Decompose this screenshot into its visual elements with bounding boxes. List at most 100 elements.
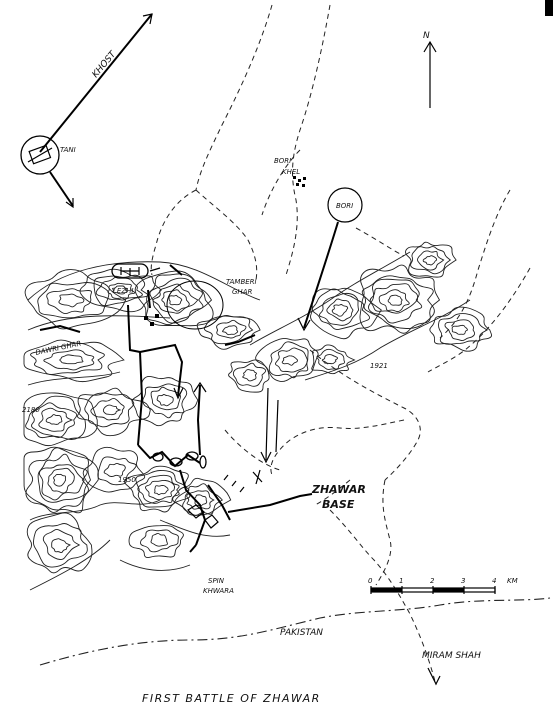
contour-line [37, 282, 110, 319]
contour-line [242, 369, 257, 382]
bori-unit-symbol [297, 187, 363, 332]
contour-line [144, 480, 175, 501]
contour-line [275, 347, 308, 373]
contour-line [77, 387, 151, 437]
contour-line [30, 342, 105, 375]
contour-line [82, 446, 146, 493]
contour-line [369, 283, 419, 314]
tani-symbol [20, 135, 74, 209]
label-zhawar-base-2: BASE [322, 498, 355, 511]
contour-line [112, 285, 128, 295]
contour-strand [27, 261, 261, 301]
contour-line [107, 282, 136, 299]
contour-line [152, 283, 199, 314]
corner-tab [545, 0, 553, 16]
tracks [150, 4, 531, 686]
contour-line [24, 269, 127, 330]
contour-line [146, 273, 213, 326]
contour-line [417, 250, 445, 271]
contour-line [444, 319, 476, 342]
label-pakistan: PAKISTAN [280, 628, 323, 638]
contour-line [103, 463, 126, 477]
place-labels: KHOST TANI N BORI KHEL BORI LEZHI TAMBER… [22, 31, 481, 686]
scale-tick-4: 4 [492, 577, 496, 585]
contour-line [25, 447, 92, 513]
contour-line [154, 484, 169, 496]
contour-line [150, 532, 168, 547]
label-khost: KHOST [91, 49, 120, 80]
contour-line [156, 394, 174, 407]
label-bori-khel-1: BORI [274, 157, 291, 165]
scale-tick-3: 3 [461, 577, 465, 585]
contour-line [255, 337, 319, 382]
contour-line [410, 246, 452, 275]
unit-markers [144, 314, 263, 529]
label-elev-2180: 2180 [22, 406, 40, 414]
contour-line [137, 474, 180, 504]
terrain-contours [23, 241, 493, 591]
tamberi-ghar-position [166, 280, 224, 330]
contour-line [97, 456, 137, 486]
north-arrow-icon [423, 40, 437, 108]
contour-line [45, 414, 63, 425]
contour-line [331, 304, 349, 317]
contour-line [378, 289, 410, 313]
contour-line [131, 375, 199, 427]
contour-line [405, 241, 457, 278]
contour-line [84, 392, 135, 428]
scale-tick-0: 0 [368, 577, 373, 585]
scale-tick-2: 2 [430, 577, 435, 585]
contour-line [326, 298, 354, 322]
contour-line [102, 404, 122, 416]
label-bori-khel-2: KHEL [282, 168, 300, 176]
label-tani: TANI [60, 146, 76, 154]
contour-strand [27, 315, 171, 331]
scale-tick-1: 1 [399, 577, 403, 585]
contour-line [359, 264, 441, 334]
label-elev-1921: 1921 [370, 362, 388, 370]
map-title: FIRST BATTLE OF ZHAWAR [142, 692, 321, 705]
contour-line [361, 275, 435, 329]
contour-strand [304, 299, 471, 381]
contour-line [93, 274, 149, 307]
contour-line [368, 278, 423, 324]
contour-line [42, 529, 81, 561]
contour-line [150, 386, 181, 411]
contour-line [134, 270, 214, 327]
contour-line [216, 319, 247, 339]
label-tamberi-ghar-1: TAMBERI [226, 278, 257, 286]
contour-line [161, 289, 190, 312]
contour-line [37, 453, 89, 503]
contour-line [59, 354, 84, 365]
contour-strand [119, 559, 191, 571]
contour-line [23, 339, 125, 383]
contour-line [228, 359, 270, 393]
label-north: N [423, 31, 430, 41]
khost-road [39, 13, 153, 153]
contour-strand [29, 539, 111, 591]
label-spin-khwara-1: SPIN [208, 577, 225, 585]
contour-line [128, 525, 184, 559]
contour-line [311, 288, 370, 330]
contour-line [232, 362, 267, 387]
contour-line [172, 477, 232, 516]
contour-line [90, 398, 125, 421]
contour-line [38, 464, 85, 501]
contour-line [38, 407, 74, 432]
contour-line [124, 465, 191, 513]
contour-line [51, 538, 71, 554]
contour-line [438, 313, 488, 345]
label-tamberi-ghar-2: GHAR [232, 288, 252, 296]
contour-line [281, 355, 298, 366]
label-elev-1950: 1950 [118, 476, 136, 484]
bori-khel-village-icon [293, 176, 306, 187]
contour-line [140, 529, 179, 553]
contour-line [186, 490, 215, 510]
contour-strand [29, 499, 161, 521]
contour-line [422, 255, 438, 266]
label-spin-khwara-2: KHWARA [203, 587, 234, 595]
label-miram-shah: MIRAM SHAH [422, 651, 481, 661]
scale-labels: 0 1 2 3 4 KM [368, 577, 518, 585]
contour-line [25, 395, 86, 440]
